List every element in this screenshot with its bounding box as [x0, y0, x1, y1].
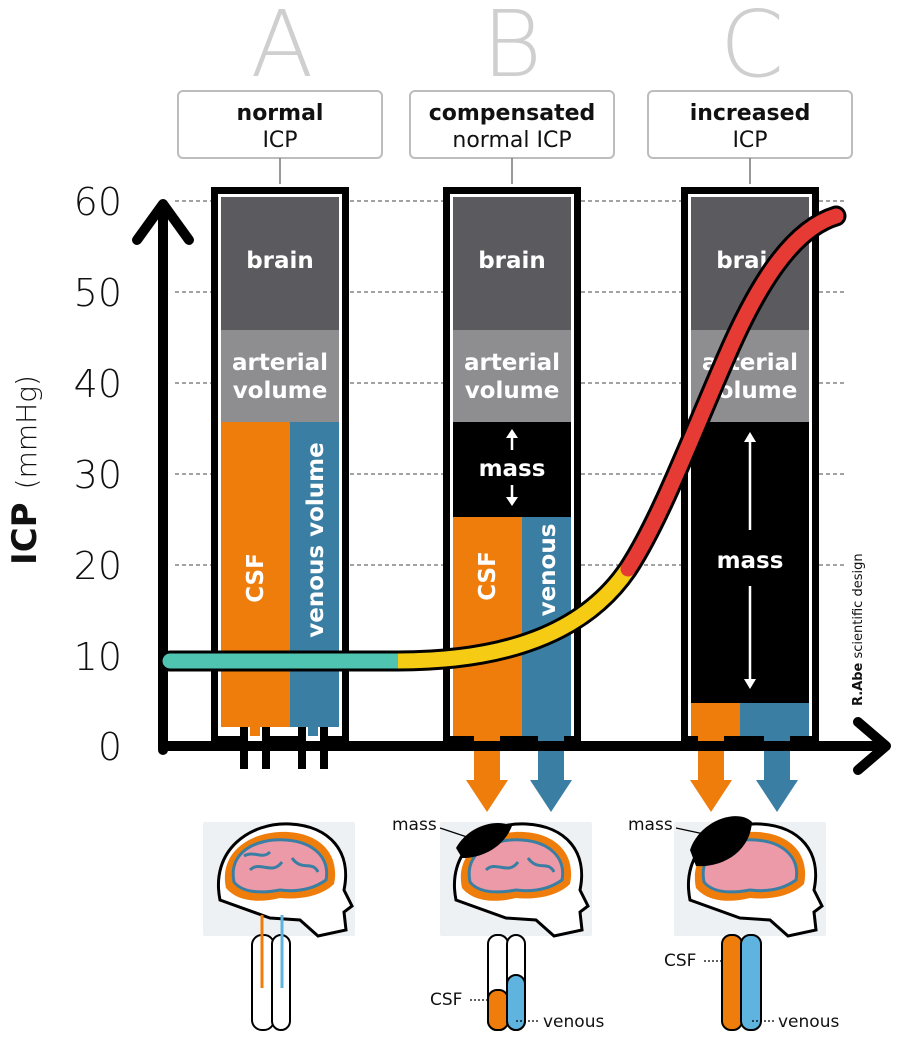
title-c-line1: increased	[690, 101, 811, 126]
brain-label-a: brain	[246, 248, 314, 274]
y-axis-label: ICP (mmHg)	[5, 375, 45, 565]
venous-label-head-c: venous	[778, 1012, 839, 1032]
column-letter-a: A	[251, 0, 314, 98]
y-tick-0: 0	[98, 725, 122, 769]
mass-expand-arrows-c	[744, 432, 756, 689]
title-box-b: compensated normal ICP	[409, 90, 615, 184]
csf-label-head-b: CSF	[430, 990, 462, 1010]
csf-block-b	[453, 517, 522, 736]
brain-block-b	[453, 197, 571, 330]
column-letter-c: C	[720, 0, 784, 98]
venous-label-head-b: venous	[543, 1012, 604, 1032]
title-b-line1: compensated	[429, 101, 596, 126]
head-illustration-c	[674, 816, 826, 1031]
venous-outflow-arrow-c	[756, 780, 798, 812]
y-tick-10: 10	[74, 635, 122, 679]
title-a-line2: ICP	[262, 128, 297, 153]
brain-label-b: brain	[478, 248, 546, 274]
curve-segment-red	[620, 208, 844, 577]
arterial-label-b-line1: arterial	[464, 350, 560, 376]
head-illustration-b	[440, 822, 592, 1031]
venous-block-a	[290, 422, 339, 727]
venous-volume-label-a: venous volume	[303, 442, 329, 637]
csf-label-a: CSF	[243, 553, 269, 603]
y-axis-label-unit: (mmHg)	[10, 375, 43, 489]
brain-block-a	[221, 197, 339, 330]
mass-label-head-b: mass	[392, 815, 437, 835]
mass-blob-c	[690, 816, 752, 867]
y-tick-40: 40	[74, 362, 122, 406]
arterial-block-a	[221, 330, 339, 422]
csf-block-a	[221, 422, 290, 727]
arterial-block-b	[453, 330, 571, 422]
y-tick-20: 20	[74, 544, 122, 588]
arterial-label-a-line2: volume	[233, 378, 328, 404]
y-axis-label-bold: ICP	[5, 502, 45, 565]
venous-outflow-arrow-b	[530, 780, 572, 812]
csf-label-head-c: CSF	[664, 951, 696, 971]
skull-column-a: brain arterial volume CSF venous volume	[211, 187, 349, 769]
y-axis-arrowhead	[132, 199, 194, 245]
title-box-a: normal ICP	[177, 90, 383, 184]
y-tick-30: 30	[74, 453, 122, 497]
csf-outflow-arrow-b	[466, 780, 508, 812]
title-a-line1: normal	[237, 101, 324, 126]
mass-label-head-c: mass	[628, 815, 673, 835]
arterial-label-a-line1: arterial	[232, 350, 328, 376]
y-tick-60: 60	[74, 180, 122, 224]
title-b-line2: normal ICP	[452, 128, 571, 153]
credit-rest: scientific design	[851, 553, 866, 662]
mass-expand-arrows-b	[506, 429, 518, 506]
venous-block-c	[740, 703, 809, 736]
column-letter-b: B	[482, 0, 542, 98]
title-box-c: increased ICP	[647, 90, 853, 184]
venous-label-b: venous	[535, 524, 561, 617]
credit-label: R.Abe scientific design	[851, 553, 866, 706]
mass-label-c: mass	[717, 548, 784, 574]
y-tick-50: 50	[74, 271, 122, 315]
pressure-volume-curve	[159, 205, 847, 672]
x-axis	[158, 717, 891, 775]
skull-column-c: brain arterial volume mass	[681, 187, 819, 812]
mass-label-b: mass	[479, 456, 546, 482]
csf-label-b: CSF	[475, 551, 501, 601]
title-c-line2: ICP	[732, 128, 767, 153]
y-tick-labels: 0 10 20 30 40 50 60	[74, 180, 122, 769]
credit-bold: R.Abe	[851, 662, 866, 706]
x-axis-arrowhead	[853, 717, 891, 775]
skull-column-b: brain arterial volume mass CSF venous	[443, 187, 581, 812]
csf-outflow-arrow-c	[690, 780, 732, 812]
csf-block-c	[691, 703, 740, 736]
curve-segment-yellow	[397, 564, 635, 669]
mass-blob-b	[456, 822, 512, 858]
head-illustration-a	[203, 822, 355, 1031]
arterial-label-b-line2: volume	[465, 378, 560, 404]
